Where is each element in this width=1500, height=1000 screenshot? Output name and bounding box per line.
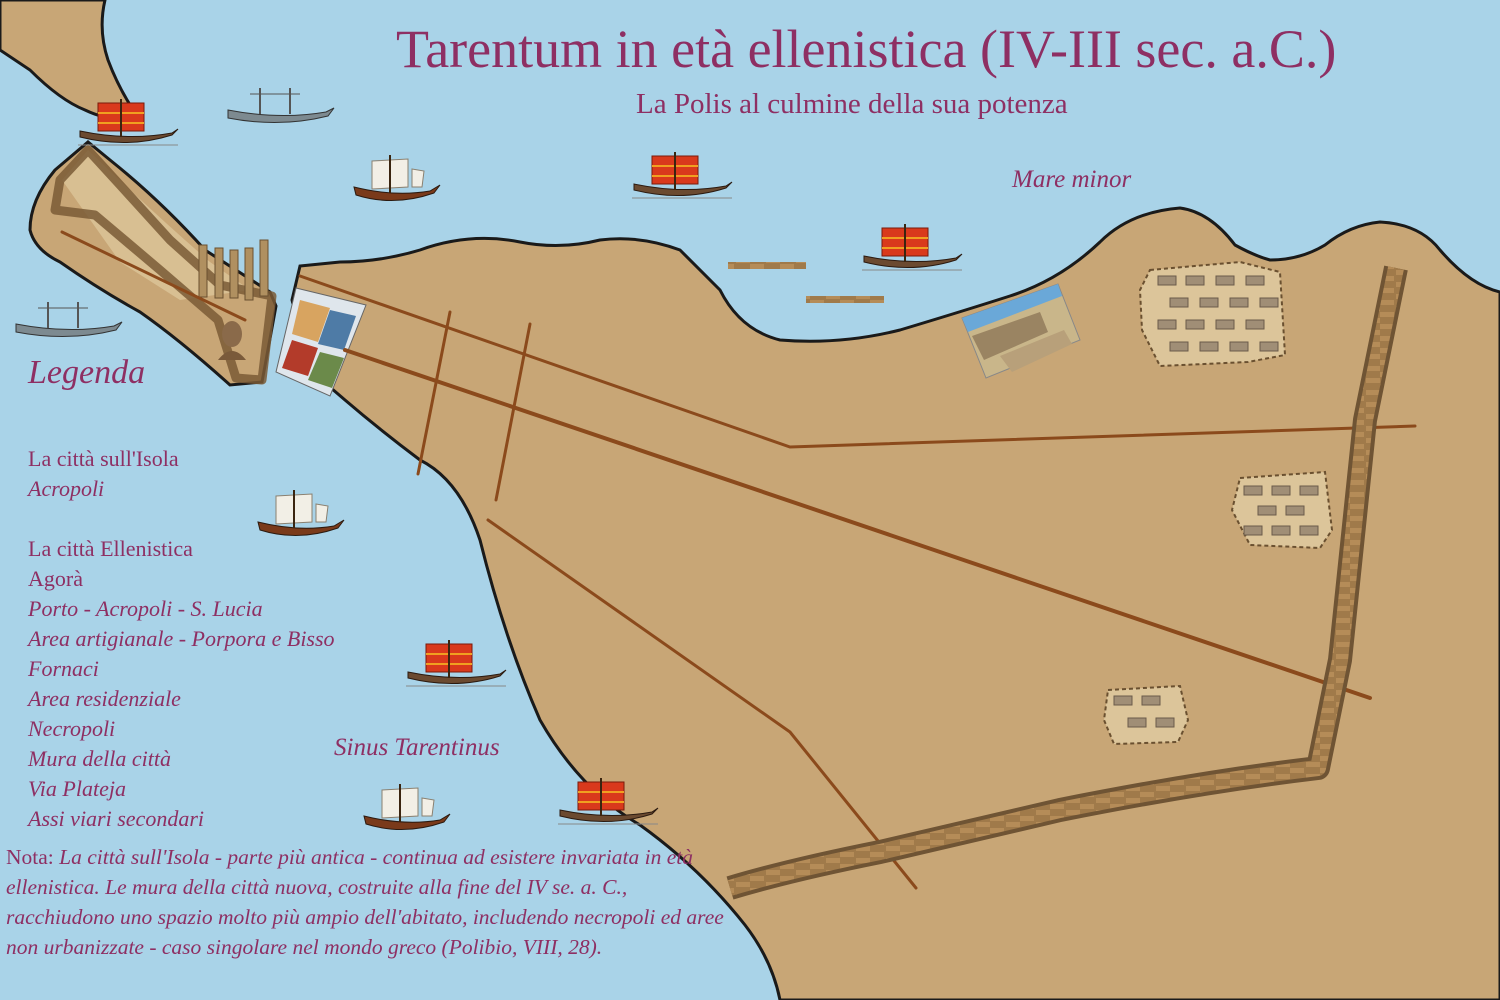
- island-wall: [50, 145, 277, 385]
- northwest-landmass: [0, 0, 143, 122]
- peninsula-landmass: [290, 206, 1500, 1000]
- sea-label-mare-minor: Mare minor: [1012, 166, 1132, 193]
- legend-item: Fornaci: [28, 656, 99, 681]
- legend-item: La città sull'Isola: [28, 446, 179, 471]
- legend-item: Porto - Acropoli - S. Lucia: [28, 596, 263, 621]
- theatre-ruins-icon: [961, 283, 1081, 379]
- legend-title: Legenda: [28, 354, 146, 391]
- harbour-mole: [728, 262, 806, 269]
- note-text: La città sull'Isola - parte più antica -…: [6, 845, 724, 959]
- ancient-ship-icon: [405, 639, 507, 687]
- legend-spacer: [28, 504, 335, 534]
- ancient-ship-icon: [861, 223, 963, 271]
- agora-painting-icon: [275, 287, 367, 397]
- necropolis-tombs-icon: [1230, 470, 1334, 550]
- harbour-mole: [806, 296, 884, 303]
- city-walls-inner: [727, 266, 1404, 896]
- map-title: Tarentum in età ellenistica (IV-III sec.…: [396, 19, 1337, 79]
- ancient-ship-icon: [15, 301, 123, 338]
- road-network: [60, 230, 1417, 890]
- bust-icon: [218, 321, 246, 360]
- ancient-ship-icon: [631, 151, 733, 199]
- map-subtitle: La Polis al culmine della sua potenza: [636, 88, 1068, 120]
- legend-item: Agorà: [28, 566, 83, 591]
- acropolis-columns-icon: [198, 239, 269, 301]
- legend-item: Area artigianale - Porpora e Bisso: [28, 626, 335, 651]
- legend-item: Acropoli: [28, 476, 105, 501]
- sea-label-sinus-tarentinus: Sinus Tarentinus: [334, 734, 500, 761]
- legend-item: Necropoli: [28, 716, 116, 741]
- necropolis-tombs-icon: [1102, 684, 1190, 746]
- legend-item: Via Plateja: [28, 776, 126, 801]
- legend-item: La città Ellenistica: [28, 536, 193, 561]
- note: Nota: La città sull'Isola - parte più an…: [6, 842, 726, 962]
- note-label: Nota:: [6, 845, 54, 869]
- ancient-ship-icon: [227, 87, 335, 124]
- legend-item: Mura della città: [28, 746, 171, 771]
- ancient-ship-icon: [363, 783, 451, 831]
- legend: La città sull'Isola Acropoli La città El…: [28, 444, 335, 834]
- legend-item: Assi viari secondari: [28, 806, 204, 831]
- legend-item: Area residenziale: [28, 686, 181, 711]
- necropolis-tombs-icon: [1138, 260, 1287, 368]
- ancient-ship-icon: [353, 154, 441, 202]
